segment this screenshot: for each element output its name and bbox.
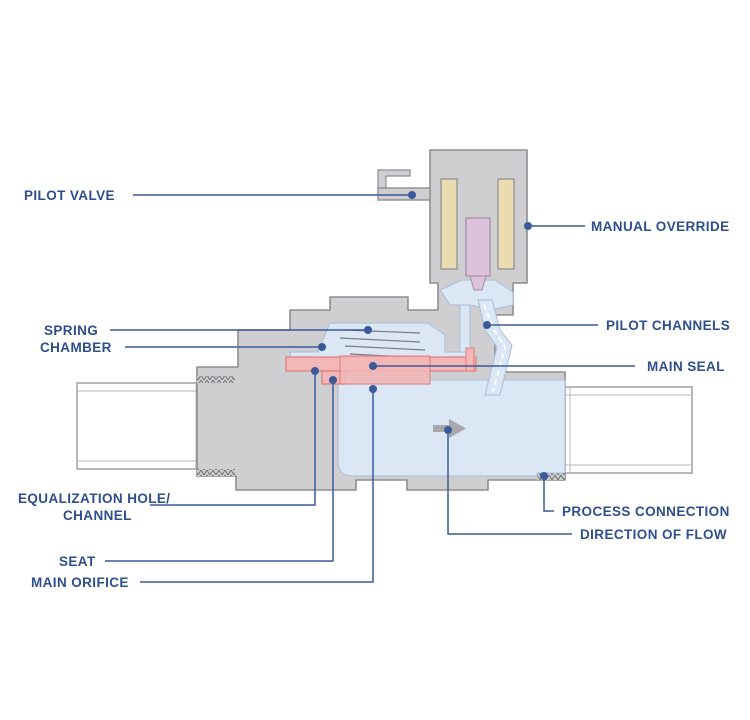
leader-equalization bbox=[150, 371, 316, 506]
leader-seat bbox=[105, 380, 334, 562]
dot-process-connection bbox=[540, 472, 548, 480]
dot-main-seal bbox=[369, 362, 377, 370]
dot-pilot-channels bbox=[483, 321, 491, 329]
label-spring: SPRING bbox=[44, 323, 99, 338]
dot-direction-of-flow bbox=[444, 426, 452, 434]
solenoid bbox=[440, 178, 515, 291]
leader-process-connection bbox=[543, 476, 554, 512]
flow-arrow-icon bbox=[433, 419, 466, 438]
leader-direction-of-flow bbox=[447, 430, 572, 535]
label-seat: SEAT bbox=[59, 554, 96, 569]
label-pilot-valve: PILOT VALVE bbox=[24, 188, 115, 203]
main-seal bbox=[285, 347, 477, 385]
leader-lines bbox=[105, 194, 635, 583]
label-main-seal: MAIN SEAL bbox=[647, 359, 725, 374]
label-direction-of-flow: DIRECTION OF FLOW bbox=[580, 527, 728, 542]
leader-main-orifice bbox=[140, 389, 374, 583]
label-manual-override: MANUAL OVERRIDE bbox=[591, 219, 730, 234]
dot-seat bbox=[329, 376, 337, 384]
dot-pilot-valve bbox=[408, 191, 416, 199]
label-equalization-1: EQUALIZATION HOLE/ bbox=[18, 491, 171, 506]
label-main-orifice: MAIN ORIFICE bbox=[31, 575, 129, 590]
dot-main-orifice bbox=[369, 385, 377, 393]
dot-manual-override bbox=[524, 222, 532, 230]
label-process-connection: PROCESS CONNECTION bbox=[562, 504, 730, 519]
label-chamber: CHAMBER bbox=[40, 340, 112, 355]
callout-dots bbox=[311, 191, 548, 480]
label-equalization-2: CHANNEL bbox=[63, 508, 132, 523]
dot-spring bbox=[364, 326, 372, 334]
dot-equalization bbox=[311, 367, 319, 375]
dot-chamber bbox=[318, 343, 326, 351]
label-pilot-channels: PILOT CHANNELS bbox=[606, 318, 731, 333]
